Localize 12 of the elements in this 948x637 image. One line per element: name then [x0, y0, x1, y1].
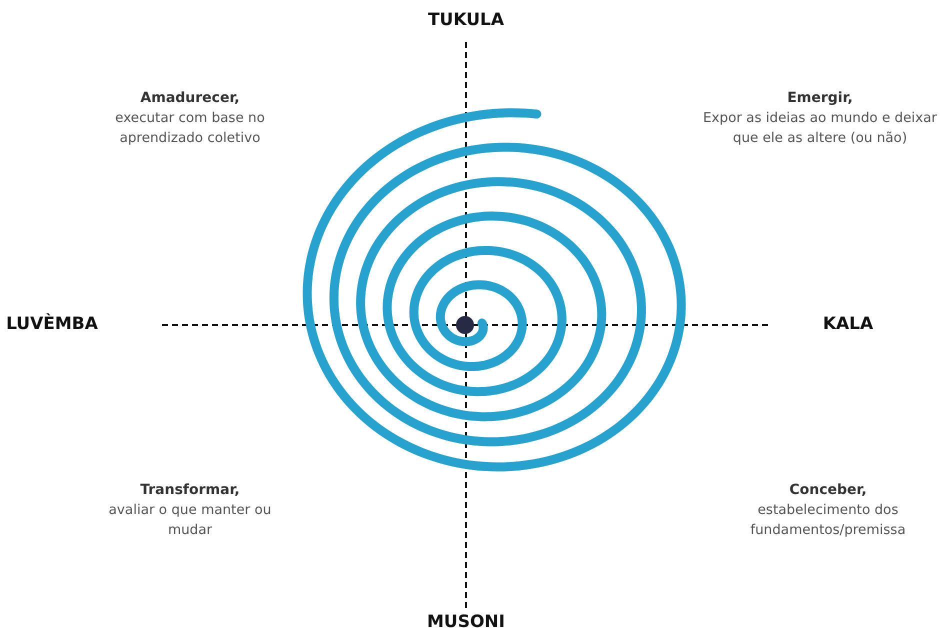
phase-description: estabelecimento dos fundamentos/premissa [749, 501, 907, 540]
phase-description: Expor as ideias ao mundo e deixar que ele as altere (ou não) [702, 109, 938, 148]
phase-heading: Emergir, [787, 89, 853, 108]
axis-label: KALA [822, 314, 874, 334]
axis-label: TUKULA [428, 10, 504, 30]
axis-label: MUSONI [427, 612, 505, 632]
phase-description: avaliar o que manter ou mudar [108, 501, 272, 540]
phase-description: executar com base no aprendizado coletivo [114, 109, 266, 148]
phase-heading: Transformar, [140, 481, 240, 500]
axis-label: LUVÈMBA [6, 314, 98, 334]
phase-heading: Amadurecer, [140, 89, 240, 108]
phase-heading: Conceber, [789, 481, 867, 500]
